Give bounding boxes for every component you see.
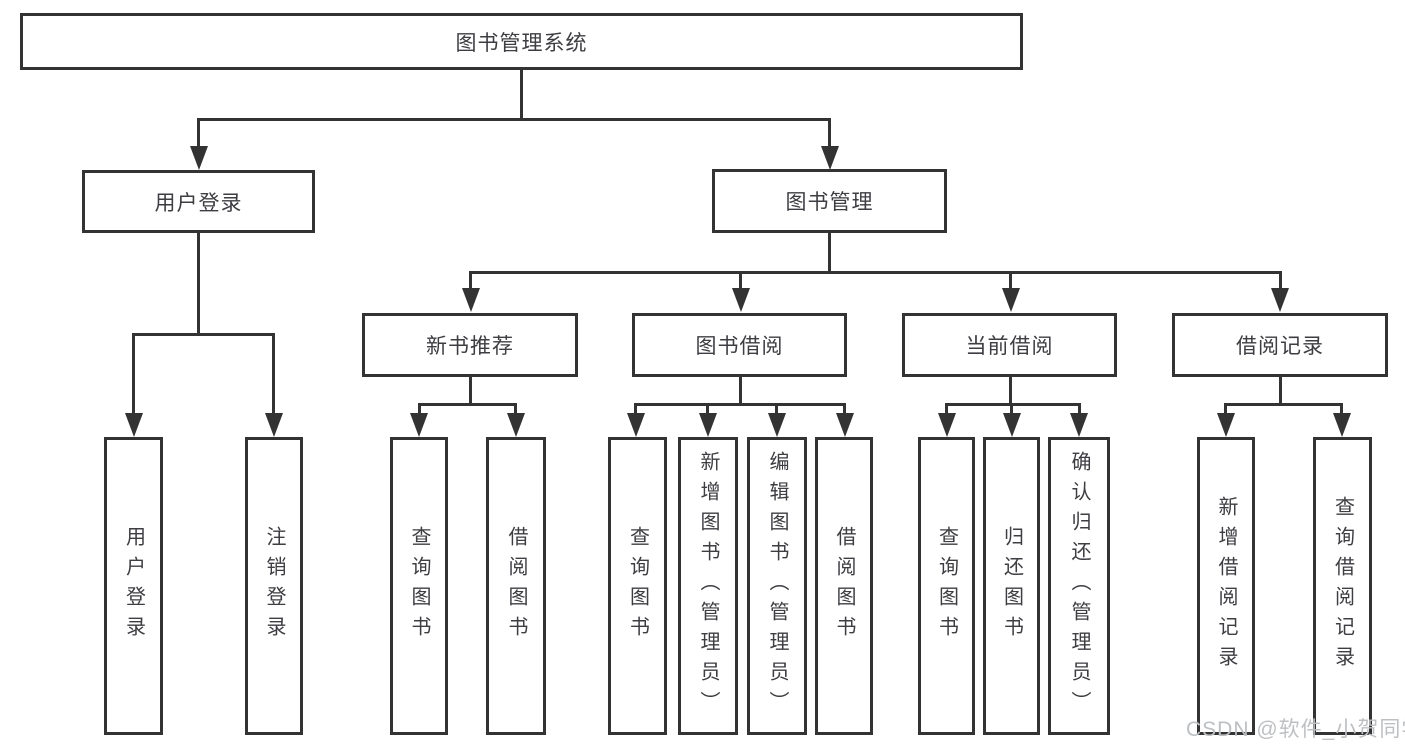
connector-line	[828, 233, 831, 274]
connector-line	[418, 403, 421, 416]
connector-line	[775, 403, 778, 416]
node-new-book-recommend: 新书推荐	[362, 313, 578, 377]
connector-line	[469, 271, 472, 293]
connector-line	[1078, 403, 1081, 416]
connector-line	[1224, 403, 1227, 416]
leaf-user-login: 用户登录	[104, 437, 163, 735]
connector-line	[634, 403, 846, 406]
leaf-add-borrow-record: 新增借阅记录	[1197, 437, 1255, 735]
leaf-logout: 注销登录	[245, 437, 303, 735]
connector-line	[706, 403, 709, 416]
arrow-down-icon	[627, 413, 645, 437]
leaf-borrow-books-recommend: 借阅图书	[486, 437, 546, 735]
arrow-down-icon	[938, 413, 956, 437]
watermark: CSDN @软件_小贺同学	[1186, 718, 1405, 741]
connector-line	[945, 403, 948, 416]
connector-line	[197, 118, 831, 121]
node-book-borrowing: 图书借阅	[632, 313, 847, 377]
connector-line	[272, 333, 275, 417]
connector-line	[1224, 403, 1343, 406]
connector-line	[1279, 271, 1282, 293]
connector-line	[634, 403, 637, 416]
leaf-return-books: 归还图书	[983, 437, 1040, 735]
connector-line	[520, 70, 523, 121]
arrow-down-icon	[1003, 413, 1021, 437]
node-borrowing-records: 借阅记录	[1172, 313, 1388, 377]
arrow-down-icon	[821, 146, 839, 170]
node-current-borrowing: 当前借阅	[902, 313, 1117, 377]
arrow-down-icon	[1070, 413, 1088, 437]
arrow-down-icon	[1271, 288, 1289, 312]
connector-line	[1279, 377, 1282, 406]
connector-line	[132, 333, 135, 417]
connector-line	[132, 333, 275, 336]
connector-line	[1340, 403, 1343, 416]
leaf-edit-book-admin: 编辑图书（管理员）	[747, 437, 807, 735]
node-book-management: 图书管理	[712, 169, 947, 233]
connector-line	[469, 271, 1282, 274]
arrow-down-icon	[768, 413, 786, 437]
connector-line	[739, 271, 742, 293]
arrow-down-icon	[507, 413, 525, 437]
connector-line	[945, 403, 1081, 406]
arrow-down-icon	[1333, 413, 1351, 437]
connector-line	[197, 118, 200, 150]
arrow-down-icon	[190, 146, 208, 170]
connector-line	[469, 377, 472, 406]
connector-line	[843, 403, 846, 416]
leaf-query-books-recommend: 查询图书	[390, 437, 448, 735]
connector-line	[1010, 403, 1013, 416]
arrow-down-icon	[1002, 288, 1020, 312]
connector-line	[739, 377, 742, 406]
arrow-down-icon	[732, 288, 750, 312]
arrow-down-icon	[462, 288, 480, 312]
connector-line	[828, 118, 831, 150]
connector-line	[418, 403, 517, 406]
connector-line	[197, 233, 200, 336]
leaf-borrow-books-borrowing: 借阅图书	[815, 437, 873, 735]
arrow-down-icon	[1217, 413, 1235, 437]
arrow-down-icon	[265, 413, 283, 437]
arrow-down-icon	[699, 413, 717, 437]
arrow-down-icon	[836, 413, 854, 437]
connector-line	[514, 403, 517, 416]
connector-line	[1009, 271, 1012, 293]
connector-line	[1009, 377, 1012, 406]
arrow-down-icon	[125, 413, 143, 437]
node-library-system: 图书管理系统	[20, 13, 1023, 70]
leaf-add-book-admin: 新增图书（管理员）	[678, 437, 738, 735]
leaf-query-books-borrowing: 查询图书	[608, 437, 667, 735]
node-user-login: 用户登录	[82, 170, 315, 233]
leaf-confirm-return-admin: 确认归还（管理员）	[1048, 437, 1110, 735]
leaf-query-books-current: 查询图书	[918, 437, 975, 735]
leaf-query-borrow-record: 查询借阅记录	[1313, 437, 1372, 735]
arrow-down-icon	[410, 413, 428, 437]
